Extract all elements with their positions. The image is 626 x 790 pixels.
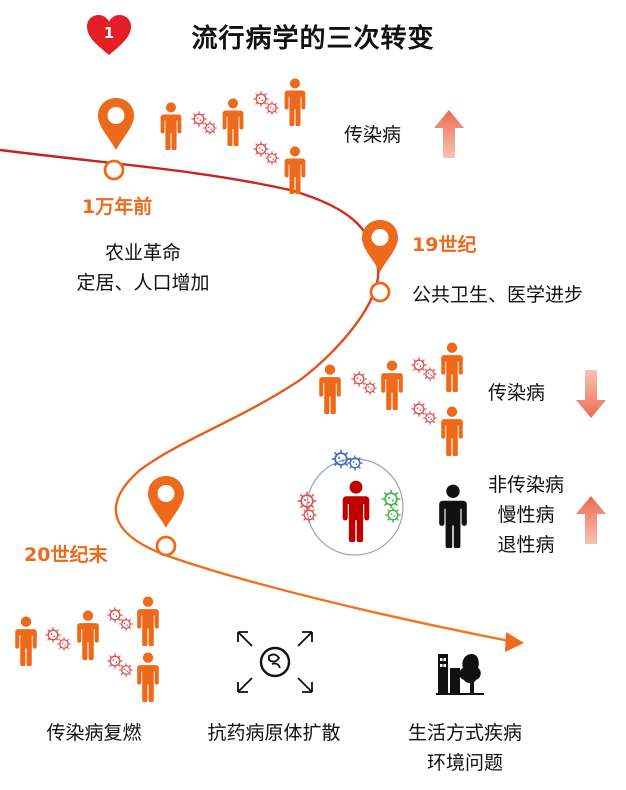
chronic-line: 退性病	[497, 534, 555, 556]
location-pin-icon	[146, 474, 186, 530]
person-icon	[440, 342, 464, 392]
heart-icon	[87, 15, 131, 55]
person-icon	[284, 78, 306, 126]
bottom-line: 生活方式疾病	[407, 722, 522, 744]
arrow-up-icon	[434, 110, 464, 158]
chronic-line: 慢性病	[497, 504, 555, 526]
era-label-3: 20世纪末	[24, 544, 108, 566]
era-1-line: 农业革命	[104, 242, 181, 264]
virus-icon	[422, 366, 438, 382]
virus-icon	[118, 662, 134, 678]
bottom-label-1: 传染病复燃	[8, 718, 180, 748]
person-icon	[438, 484, 468, 548]
virus-icon	[422, 410, 438, 426]
era-2-description: 公共卫生、医学进步	[412, 284, 584, 306]
person-icon	[136, 596, 160, 646]
person-icon	[318, 364, 342, 414]
era-label-2: 19世纪	[412, 234, 477, 256]
bottom-line: 传染病复燃	[46, 722, 142, 744]
timeline-node-3	[155, 535, 177, 557]
location-pin-icon	[360, 218, 400, 274]
virus-icon	[362, 380, 378, 396]
infection-group-2	[318, 338, 478, 462]
virus-icon	[118, 616, 134, 632]
chronic-disease-illustration	[296, 448, 404, 556]
bottom-line: 环境问题	[426, 752, 503, 774]
bottom-line: 抗药病原体扩散	[207, 722, 341, 744]
trend-label-infectious-down: 传染病	[488, 382, 546, 404]
person-icon	[380, 360, 404, 410]
page-title: 流行病学的三次转变	[191, 24, 435, 54]
bottom-label-2: 抗药病原体扩散	[186, 718, 362, 748]
city-tree-icon	[436, 654, 484, 695]
era-label-1: 1万年前	[82, 196, 153, 218]
person-icon	[136, 652, 160, 702]
person-icon	[284, 146, 306, 194]
timeline-node-2	[369, 281, 391, 303]
infection-group-3	[14, 596, 164, 700]
virus-icon	[202, 120, 218, 136]
section-number: 1	[103, 24, 115, 42]
location-pin-icon	[96, 96, 136, 152]
bottom-label-3: 生活方式疾病 环境问题	[380, 718, 550, 778]
pathogen-spread-icon	[237, 631, 313, 693]
timeline-arrowhead	[505, 632, 524, 652]
era-1-line: 定居、人口增加	[76, 272, 210, 294]
virus-icon	[264, 100, 280, 116]
person-icon	[160, 102, 182, 150]
chronic-line: 非传染病	[487, 474, 564, 496]
person-icon	[76, 610, 100, 660]
virus-icon	[56, 636, 72, 652]
arrow-down-icon	[576, 370, 606, 418]
trend-label-infectious-up: 传染病	[344, 124, 402, 146]
era-1-description: 农业革命 定居、人口增加	[28, 238, 258, 298]
person-icon	[14, 616, 38, 666]
trend-label-chronic: 非传染病 慢性病 退性病	[476, 470, 576, 560]
person-icon	[440, 406, 464, 456]
virus-icon	[264, 150, 280, 166]
person-icon	[222, 98, 244, 146]
timeline-node-1	[103, 159, 125, 181]
arrow-up-icon	[576, 496, 606, 544]
infection-group-1	[160, 84, 320, 204]
